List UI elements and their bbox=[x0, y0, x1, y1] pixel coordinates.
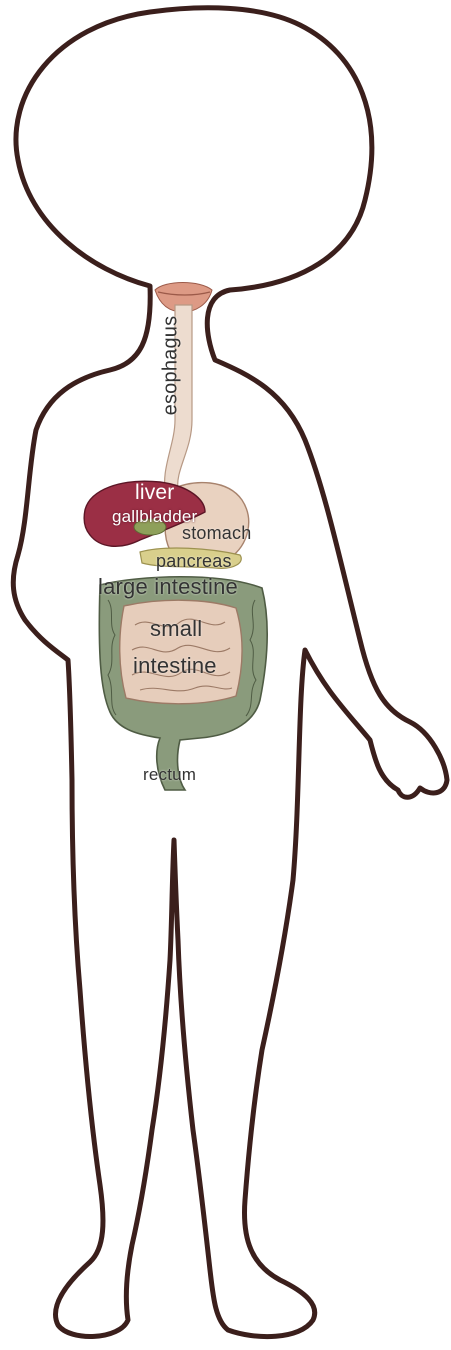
rectum-label: rectum bbox=[143, 765, 196, 785]
liver-label: liver bbox=[135, 481, 175, 505]
esophagus-label: esophagus bbox=[159, 316, 182, 416]
pancreas-label: pancreas bbox=[156, 551, 232, 572]
small-intestine-label-line1: small bbox=[150, 616, 202, 642]
stomach-label: stomach bbox=[182, 523, 251, 544]
large-intestine-label: large intestine bbox=[98, 574, 238, 600]
small-intestine-label-line2: intestine bbox=[133, 653, 217, 679]
